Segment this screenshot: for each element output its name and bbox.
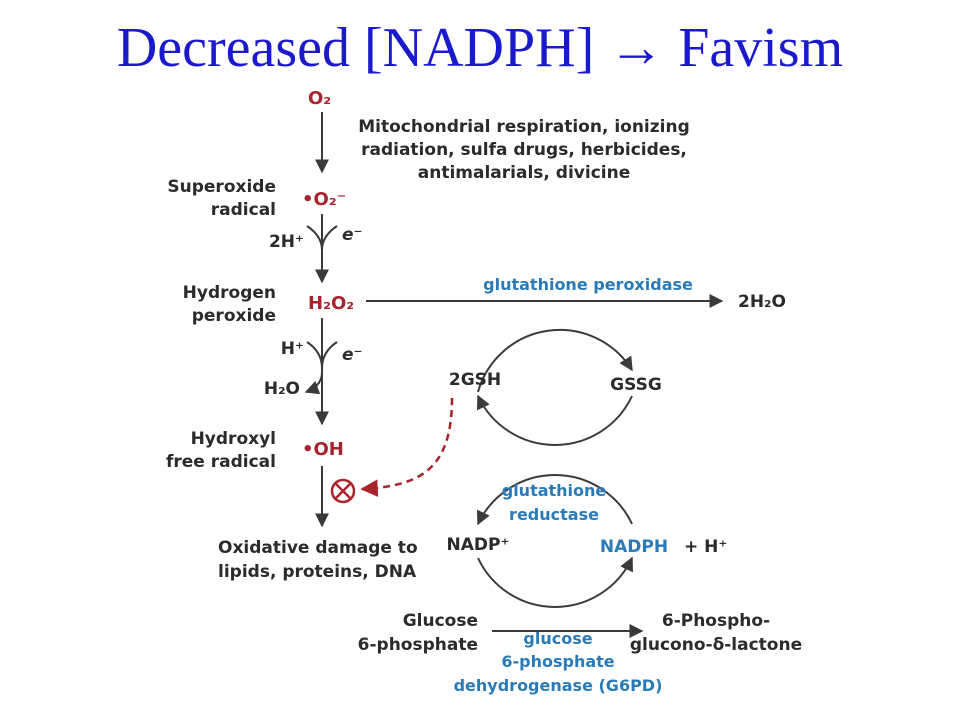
curve-h-in: [306, 341, 323, 369]
curve-2h-in: [306, 225, 323, 251]
dashed-inhibition-arrow: [360, 397, 454, 497]
arc-nadph-to-nadp: [477, 474, 633, 526]
electron-2: e⁻: [342, 345, 363, 365]
electron-1: e⁻: [342, 225, 363, 245]
h2o2-species: H₂O₂: [308, 293, 354, 314]
o2-species: O₂: [308, 88, 331, 109]
arc-nadp-to-nadph: [477, 556, 633, 608]
damage-line-1: Oxidative damage to: [218, 538, 418, 558]
arc-gssg-to-gsh: [477, 394, 633, 446]
h-plus: H⁺: [281, 339, 304, 359]
damage-line-2: lipids, proteins, DNA: [218, 562, 417, 582]
curve-e-in-2: [321, 341, 338, 369]
gssg-species: GSSG: [610, 375, 662, 395]
page-title: Decreased [NADPH] → Favism: [117, 17, 843, 79]
h2o-side-product: H₂O: [264, 379, 300, 399]
enzyme-reductase-2: reductase: [509, 505, 599, 524]
sources-line-3: antimalarials, divicine: [418, 163, 630, 183]
nadph-h-plus: + H⁺: [684, 537, 727, 557]
hydroxyl-label-1: Hydroxyl: [191, 429, 276, 449]
enzyme-g6pd-2: 6-phosphate: [501, 652, 614, 671]
sources-line-1: Mitochondrial respiration, ionizing: [358, 117, 690, 137]
enzyme-peroxidase: glutathione peroxidase: [483, 275, 693, 294]
circle-x-icon: [330, 478, 356, 504]
phosphoglucono-line-2: glucono-δ-lactone: [630, 635, 802, 655]
arc-gsh-to-gssg: [477, 328, 633, 393]
two-h2o-product: 2H₂O: [738, 292, 786, 312]
h2o2-label-2: peroxide: [192, 306, 276, 326]
superoxide-label-1: Superoxide: [167, 177, 276, 197]
oh-species: •OH: [302, 439, 344, 460]
enzyme-g6pd-3: dehydrogenase (G6PD): [454, 676, 663, 695]
enzyme-reductase-1: glutathione: [502, 481, 607, 500]
hydroxyl-label-2: free radical: [166, 452, 276, 472]
superoxide-label-2: radical: [211, 200, 276, 220]
gsh-species: 2GSH: [449, 370, 501, 390]
sources-line-2: radiation, sulfa drugs, herbicides,: [361, 140, 687, 160]
enzyme-g6pd-1: glucose: [523, 629, 592, 648]
glucose6p-line-2: 6-phosphate: [358, 635, 478, 655]
curve-h2o-out: [304, 371, 323, 395]
nadp-plus-species: NADP⁺: [447, 535, 510, 555]
h2o2-label-1: Hydrogen: [183, 283, 276, 303]
two-h-plus: 2H⁺: [269, 232, 304, 252]
phosphoglucono-line-1: 6-Phospho-: [662, 611, 770, 631]
glucose6p-line-1: Glucose: [403, 611, 478, 631]
nadph-species: NADPH: [600, 537, 668, 557]
curve-e-in: [321, 225, 338, 251]
superoxide-species: •O₂⁻: [302, 189, 346, 210]
